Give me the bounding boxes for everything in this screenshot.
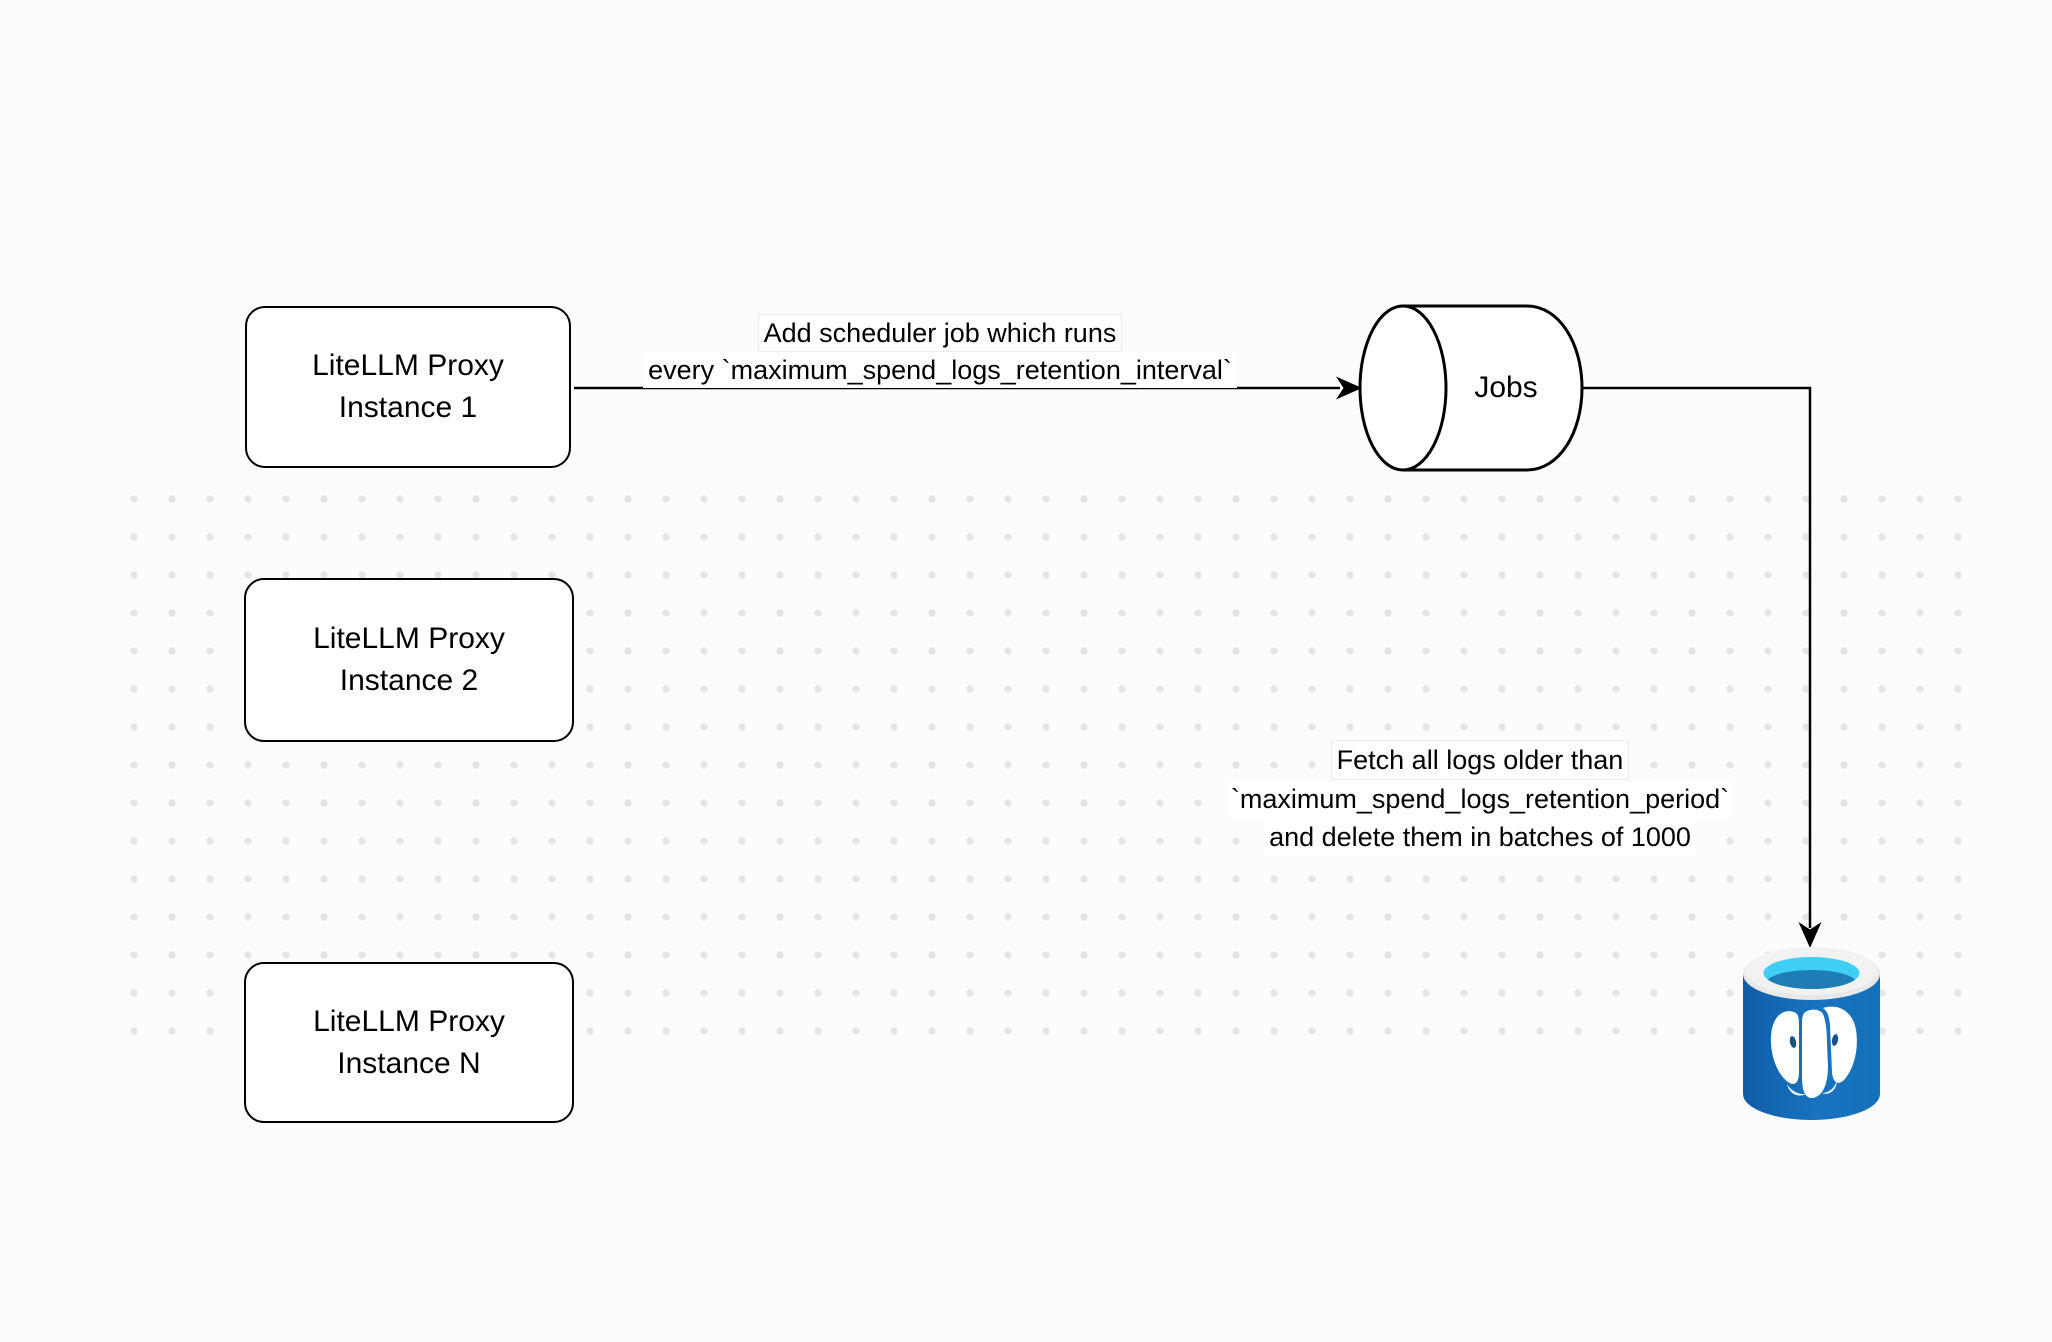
node-label-line: LiteLLM Proxy bbox=[313, 1004, 505, 1038]
node-litellm-proxy-instance-2: LiteLLM Proxy Instance 2 bbox=[244, 578, 574, 742]
arrowhead-down-icon bbox=[1798, 922, 1822, 948]
edge-label-scheduler: Add scheduler job which runs every `maxi… bbox=[600, 314, 1280, 388]
node-litellm-proxy-instance-n: LiteLLM Proxy Instance N bbox=[244, 962, 574, 1123]
dot-grid-background bbox=[115, 480, 1977, 1050]
edge-label-line: every `maximum_spend_logs_retention_inte… bbox=[643, 352, 1237, 388]
edge-label-fetch-delete: Fetch all logs older than `maximum_spend… bbox=[1185, 740, 1775, 856]
node-label-line: LiteLLM Proxy bbox=[312, 349, 504, 382]
node-label-line: Instance 1 bbox=[338, 391, 478, 424]
pg-elephant-eyes bbox=[1789, 1034, 1839, 1048]
pg-elephant-icon bbox=[1770, 1006, 1857, 1099]
jobs-queue-label: Jobs bbox=[1474, 371, 1538, 404]
node-label-line: Instance N bbox=[337, 1046, 481, 1080]
node-label-line: Instance 2 bbox=[339, 664, 479, 697]
jobs-cylinder bbox=[1358, 304, 1584, 472]
edge-label-line: Add scheduler job which runs bbox=[757, 314, 1123, 352]
pg-opening-shadow bbox=[1766, 970, 1857, 989]
node-litellm-proxy-instance-1: LiteLLM Proxy Instance 1 bbox=[245, 306, 571, 468]
edge-fetch-line bbox=[1583, 386, 1812, 928]
edge-label-line: `maximum_spend_logs_retention_period` bbox=[1225, 780, 1735, 818]
arrowhead-right-icon bbox=[1336, 376, 1362, 400]
postgresql-database-icon bbox=[1743, 946, 1880, 1122]
node-label-line: LiteLLM Proxy bbox=[313, 622, 505, 655]
edge-label-line: Fetch all logs older than bbox=[1330, 740, 1630, 780]
edge-label-line: and delete them in batches of 1000 bbox=[1264, 818, 1696, 856]
